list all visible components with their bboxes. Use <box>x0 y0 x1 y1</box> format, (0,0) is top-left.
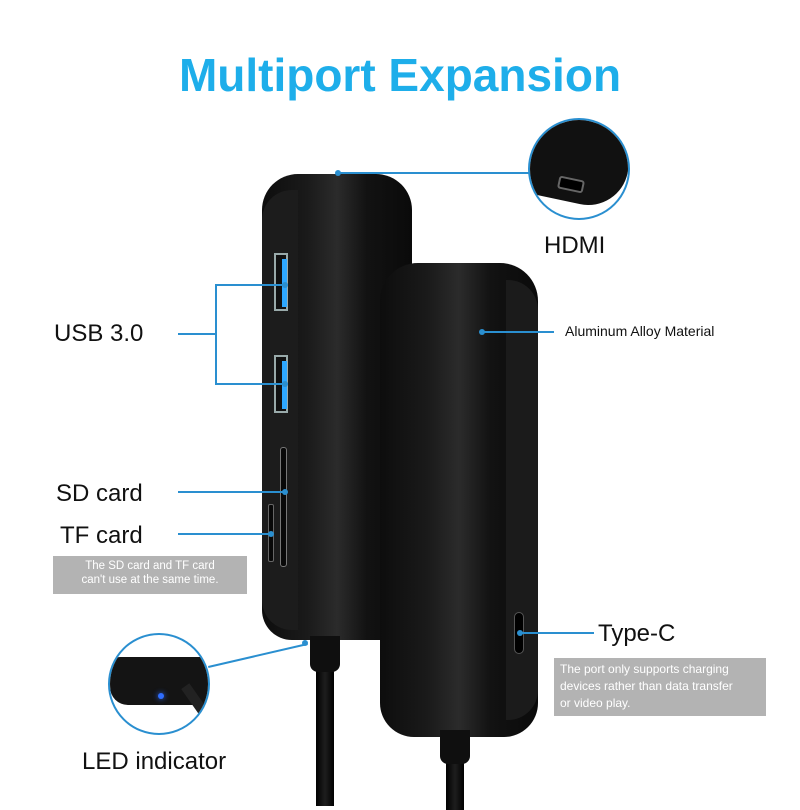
sd-card-slot <box>280 447 287 567</box>
hdmi-callout-dot <box>335 170 341 176</box>
led-callout-dot <box>302 640 308 646</box>
cable-strain-relief-right <box>440 730 470 764</box>
led-callout-line <box>208 643 308 668</box>
cable-strain-relief-left <box>310 636 340 672</box>
usb-callout-dot-2 <box>282 381 288 387</box>
aluminum-callout-line <box>482 331 554 333</box>
page-title: Multiport Expansion <box>178 49 622 101</box>
usb-callout-line-bottom <box>215 383 285 385</box>
type-c-note: The port only supports charging devices … <box>554 658 766 716</box>
tf-note-line-2: can't use at the same time. <box>81 574 219 586</box>
usb-callout-line-top <box>215 284 285 286</box>
hdmi-port-closeup-icon <box>530 120 628 213</box>
aluminum-label: Aluminum Alloy Material <box>565 323 715 339</box>
tf-callout-line <box>178 533 270 535</box>
tf-callout-dot <box>268 531 274 537</box>
sd-callout-dot <box>282 489 288 495</box>
type-c-note-line-2: devices rather than data transfer <box>560 679 733 693</box>
hdmi-closeup-circle <box>528 118 630 220</box>
hdmi-callout-line <box>338 172 530 174</box>
sd-card-label: SD card <box>56 480 143 507</box>
hub-side-edge-right <box>506 280 538 720</box>
hdmi-label: HDMI <box>544 232 606 259</box>
type-c-note-line-3: or video play. <box>560 696 631 710</box>
led-indicator-label: LED indicator <box>82 748 227 775</box>
usb-label: USB 3.0 <box>54 320 144 347</box>
tf-note-line-1: The SD card and TF card <box>85 560 215 572</box>
usb-callout-line-vertical <box>215 284 217 384</box>
led-light-icon <box>158 693 164 699</box>
hub-cable-left <box>316 636 334 806</box>
tf-card-label: TF card <box>60 522 143 549</box>
type-c-callout-line <box>520 632 594 634</box>
tf-note: The SD card and TF card can't use at the… <box>53 556 247 594</box>
led-closeup-circle <box>108 633 210 735</box>
usb-callout-line-stem <box>178 333 216 335</box>
usb-callout-dot-1 <box>282 282 288 288</box>
sd-callout-line <box>178 491 284 493</box>
type-c-note-line-1: The port only supports charging <box>560 662 729 676</box>
type-c-label: Type-C <box>598 620 676 647</box>
